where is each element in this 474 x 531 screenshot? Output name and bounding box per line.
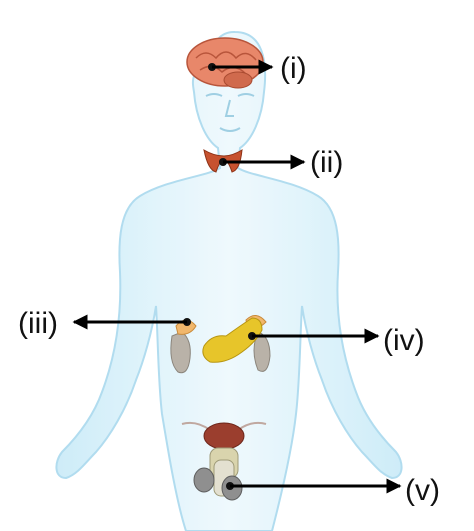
- reproductive-organs: [181, 421, 267, 501]
- face-nose: [224, 99, 234, 117]
- label-iii: (iii): [18, 307, 58, 340]
- brain-organ: [186, 37, 264, 89]
- label-v: (v): [405, 474, 440, 507]
- label-iv: (iv): [383, 324, 425, 357]
- face-eye-left: [205, 93, 223, 97]
- face-eye-right: [237, 93, 255, 97]
- label-i: (i): [280, 52, 307, 85]
- label-ii: (ii): [310, 146, 343, 179]
- face-mouth: [219, 127, 241, 132]
